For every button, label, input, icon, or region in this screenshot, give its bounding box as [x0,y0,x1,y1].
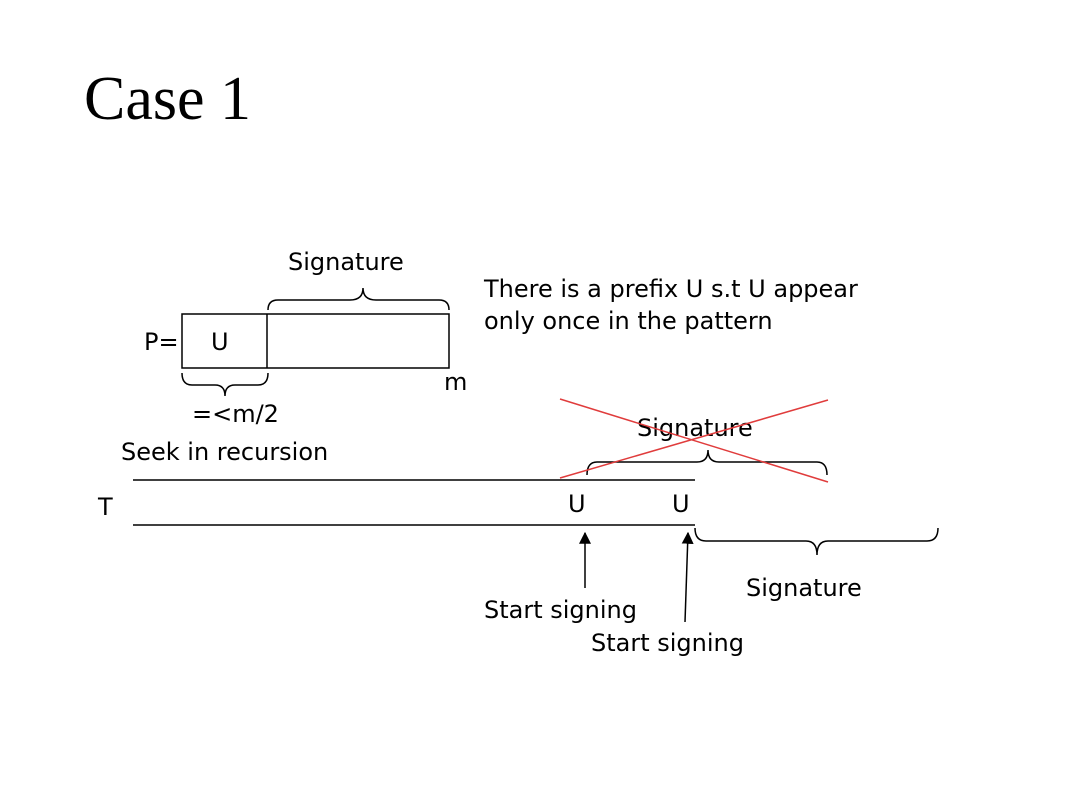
valid-signature-brace [694,527,939,556]
pattern-signature-label: Signature [288,248,404,276]
start-signing-2-label: Start signing [591,629,744,657]
pattern-label: P= [144,328,179,356]
prefix-length-label: =<m/2 [192,400,279,428]
start-signing-1-label: Start signing [484,596,637,624]
prefix-block-label: U [211,328,229,356]
start-signing-2-arrow [681,531,694,623]
note-line-2: only once in the pattern [484,307,773,335]
cross-line-2 [559,399,829,479]
occurrence-1-label: U [568,490,586,518]
pattern-signature-brace [267,287,450,311]
recursion-label: Seek in recursion [121,438,329,466]
pattern-end-label: m [444,368,468,396]
note-line-1: There is a prefix U s.t U appear [484,275,858,303]
prefix-uniqueness-note: There is a prefix U s.t U appear only on… [484,273,858,337]
cross-line-1 [559,398,829,483]
pattern-box [181,313,450,369]
crossed-signature-brace [586,449,828,476]
text-label: T [98,493,113,521]
prefix-length-brace [181,372,269,397]
valid-signature-label: Signature [746,574,862,602]
occurrence-2-label: U [672,490,690,518]
slide-title: Case 1 [84,65,252,133]
